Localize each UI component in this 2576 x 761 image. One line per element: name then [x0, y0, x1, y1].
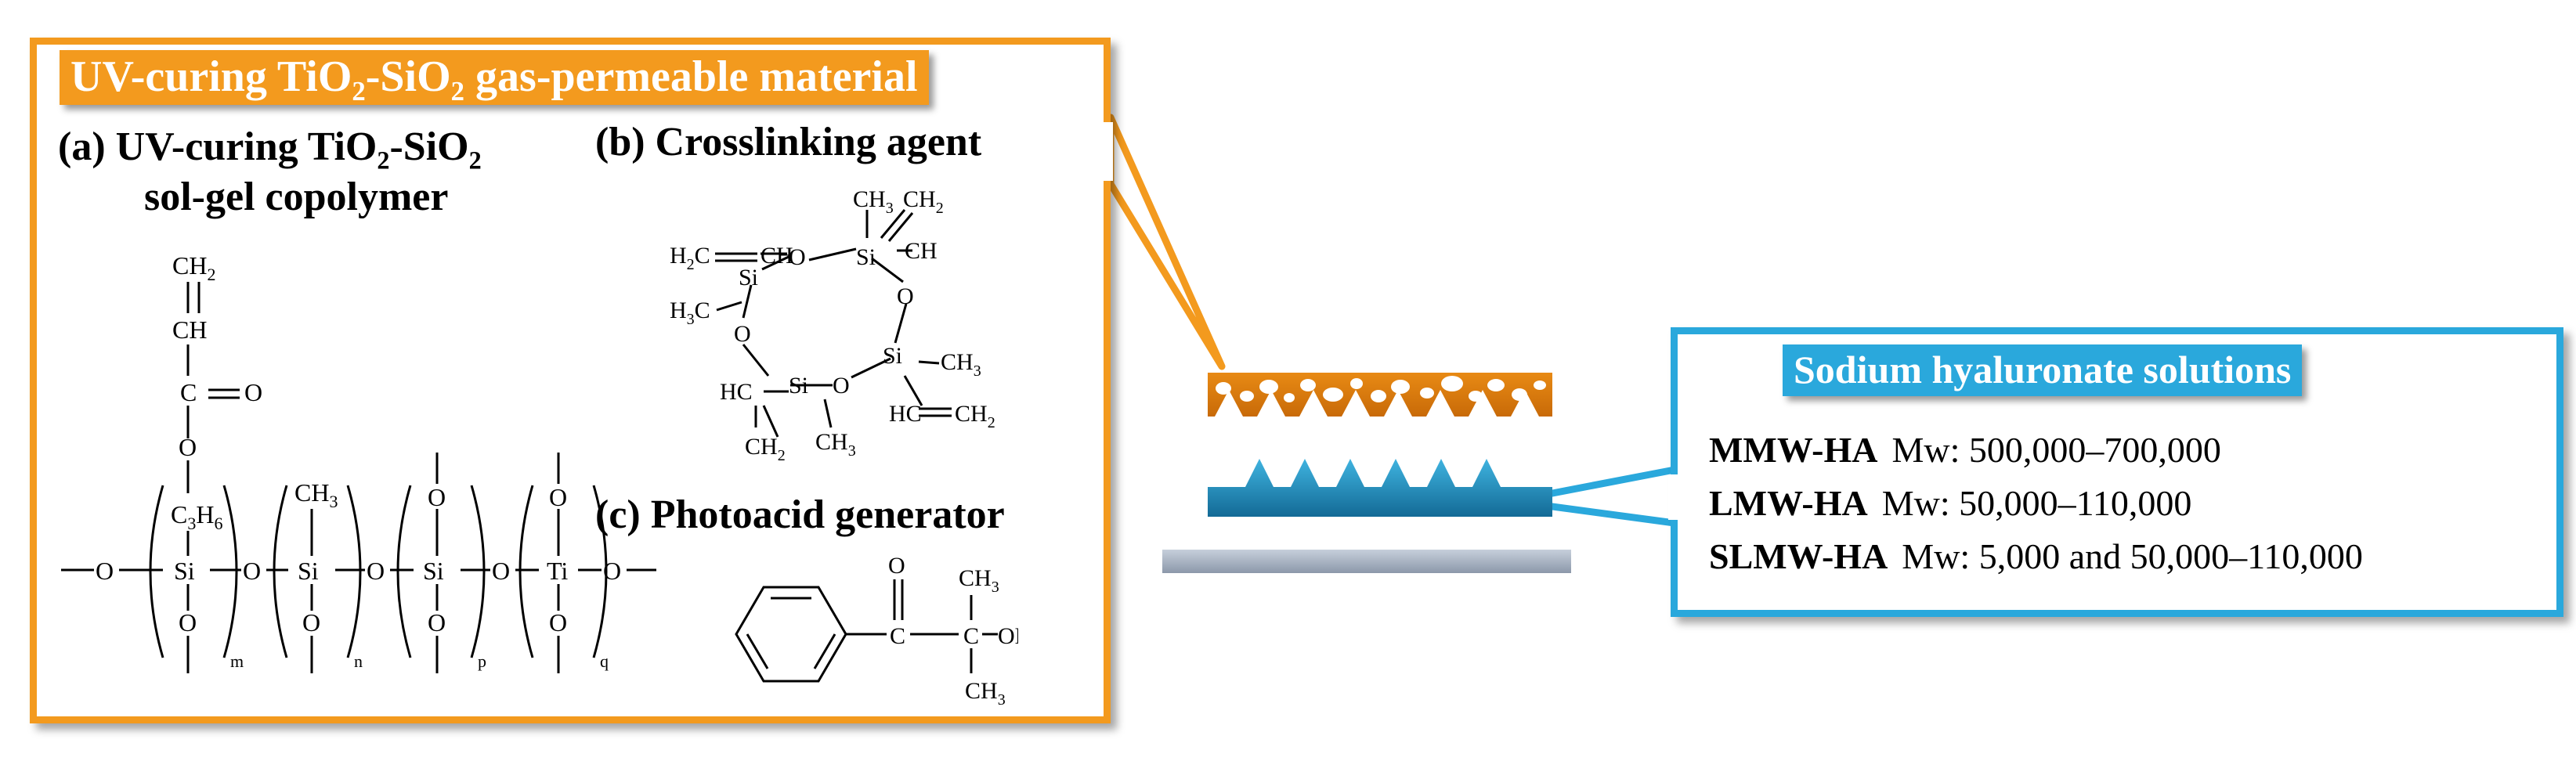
ch3-top: CH3	[853, 186, 894, 217]
si2-lower-o: O	[302, 608, 320, 637]
ti-lower-o: O	[549, 608, 567, 637]
ch2-bottom: CH2	[745, 434, 786, 464]
ring-si-bottom: Si	[789, 373, 808, 399]
panel-b-label: (b) Crosslinking agent	[595, 120, 982, 164]
film-pores	[1216, 376, 1546, 402]
photoacid-structure: O C CH3 C CH3 OH	[735, 553, 1018, 709]
ch2-right: CH2	[955, 401, 995, 431]
ring-si-left: Si	[739, 265, 758, 290]
h2c-label: H2C	[670, 243, 710, 273]
h3c-left: H3C	[670, 298, 710, 328]
si1-lower-o: O	[179, 608, 197, 637]
material-title: UV-curing TiO2-SiO2 gas-permeable materi…	[60, 50, 929, 106]
ring-si-top: Si	[856, 244, 876, 270]
ketone-c: C	[890, 623, 905, 649]
subscript-m: m	[230, 651, 244, 671]
backbone-o-3: O	[367, 557, 385, 585]
ring-o-top: O	[789, 244, 806, 270]
backbone-o-1: O	[96, 557, 114, 585]
solution-title: Sodium hyaluronate solutions	[1783, 344, 2303, 396]
copolymer-structure: CH2 CH C O O C3H6 CH3 O Si O Si O Si O T…	[61, 251, 656, 673]
ester-o-label: O	[179, 433, 197, 461]
vinyl-ch2-label: CH2	[172, 251, 215, 284]
blue-pointer-joint	[1668, 474, 1681, 520]
ketone-o: O	[888, 553, 905, 579]
ch3-lower: CH3	[965, 678, 1006, 709]
ring-si-right: Si	[883, 343, 902, 369]
methyl-label: CH3	[294, 478, 338, 511]
backbone-o-4: O	[492, 557, 510, 585]
backbone-ti: Ti	[547, 557, 568, 585]
ring-o-bottom: O	[833, 373, 850, 399]
vinyl-ch-left: CH	[761, 243, 793, 269]
carbonyl-c-label: C	[180, 378, 197, 406]
ch3-bottom: CH3	[815, 429, 856, 460]
ring-o-left: O	[734, 321, 751, 347]
backbone-o-2: O	[243, 557, 261, 585]
panel-a-label-line1: (a) UV-curing TiO2-SiO2	[58, 124, 482, 175]
microneedle-array	[1208, 459, 1552, 517]
ch3-right: CH3	[941, 349, 981, 380]
device-illustration	[1162, 373, 1571, 573]
hydroxyl: OH	[998, 623, 1018, 649]
substrate-plate	[1162, 550, 1571, 573]
ch2-top: CH2	[903, 186, 944, 217]
si3-lower-o: O	[428, 608, 446, 637]
ring-o-right: O	[897, 283, 914, 309]
panel-c-label: (c) Photoacid generator	[595, 492, 1005, 537]
hc-bottom: HC	[720, 379, 753, 405]
ch-ch2-right: HC	[889, 401, 922, 427]
ti-upper-o: O	[549, 483, 567, 511]
panel-a-label-line2: sol-gel copolymer	[144, 175, 449, 219]
orange-callout-pointer	[1107, 114, 1226, 370]
subscript-q: q	[600, 651, 609, 671]
backbone-o-5: O	[603, 557, 621, 585]
crosslinker-structure: H2C CH O Si CH3 CH2 CH O Si CH3 HC CH2 O…	[670, 186, 995, 464]
carbonyl-o-label: O	[244, 378, 262, 406]
quaternary-c: C	[963, 623, 979, 649]
backbone-si-2: Si	[298, 557, 319, 585]
backbone-si-3: Si	[423, 557, 444, 585]
orange-pointer-joint	[1100, 122, 1113, 181]
ch3-upper: CH3	[959, 565, 999, 596]
material-box	[30, 38, 1111, 723]
ch-label: CH	[172, 316, 207, 344]
vinyl-ch-top: CH	[905, 238, 938, 264]
propyl-label: C3H6	[171, 500, 222, 533]
subscript-n: n	[354, 651, 363, 671]
si3-upper-o: O	[428, 483, 446, 511]
subscript-p: p	[478, 651, 486, 671]
backbone-si-1: Si	[174, 557, 195, 585]
